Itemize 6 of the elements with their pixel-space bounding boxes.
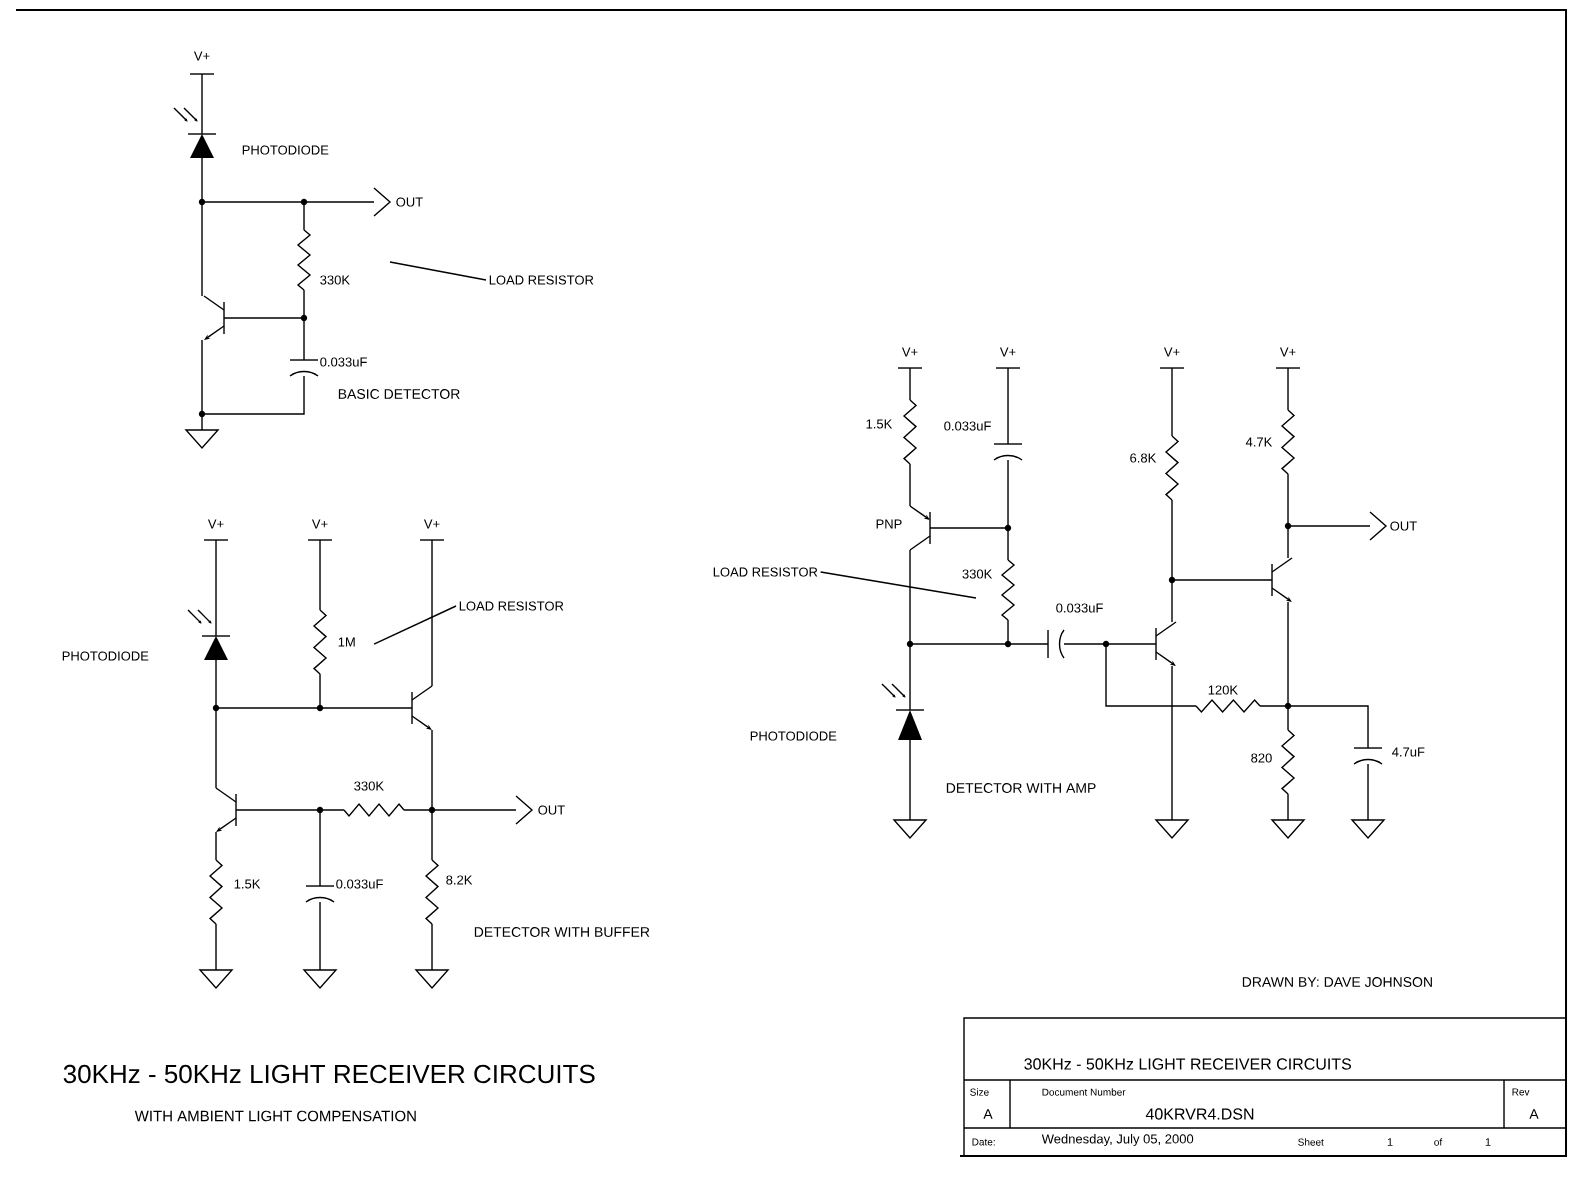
leader-line: [373, 605, 457, 645]
leader-line: [389, 261, 487, 281]
page-title: 30KHz - 50KHz LIGHT RECEIVER CIRCUITS: [63, 1064, 595, 1084]
sheet-title: 30KHz - 50KHz LIGHT RECEIVER CIRCUITS: [1024, 1058, 1352, 1070]
field-value: 40KRVR4.DSN: [1145, 1108, 1254, 1120]
leader-line: [819, 571, 977, 599]
